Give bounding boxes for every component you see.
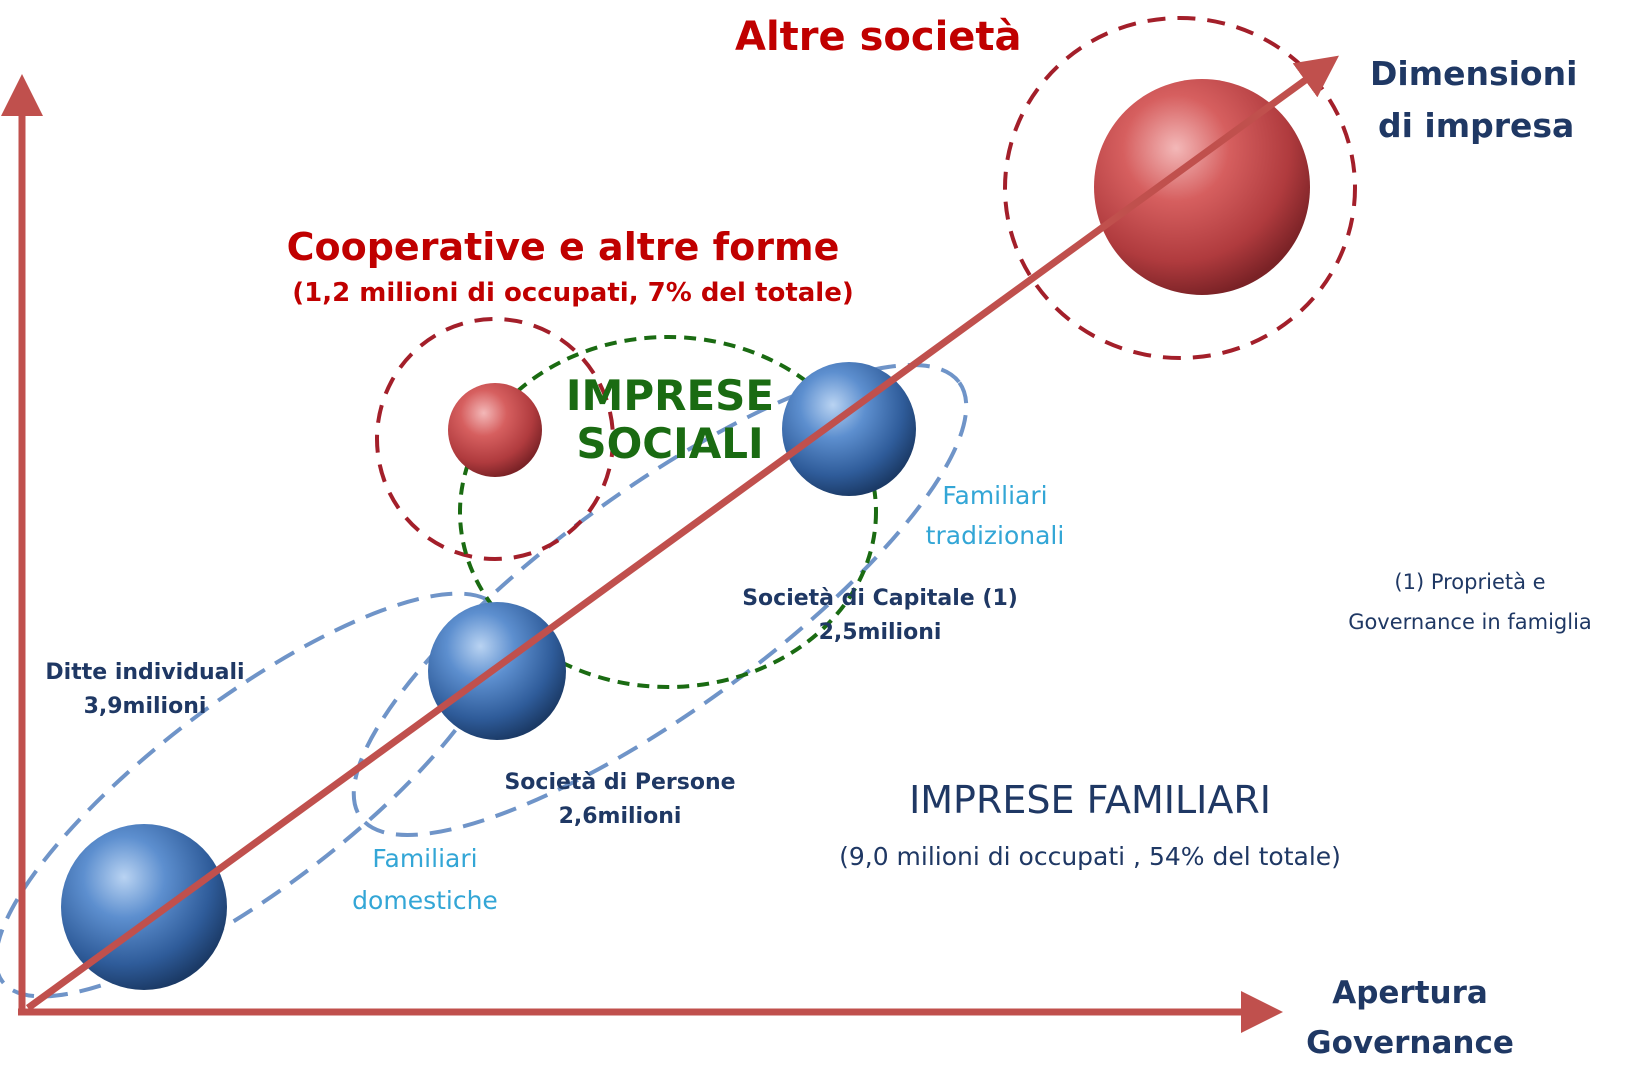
dimensioni-line2: di impresa <box>1378 106 1575 145</box>
familiari-tradizionali-line1: Familiari <box>942 481 1048 510</box>
altre-societa-circle <box>1003 16 1357 360</box>
altre-societa-label: Altre società <box>735 14 1022 60</box>
apertura-governance-label: Apertura Governance <box>1290 968 1530 1068</box>
cooperative-sphere <box>448 383 542 477</box>
societa-capitale-line1: Società di Capitale (1) <box>742 586 1018 611</box>
societa-persone-line2: 2,6milioni <box>558 804 682 829</box>
familiari-domestiche-line1: Familiari <box>372 844 478 873</box>
familiari-domestiche-line2: domestiche <box>352 886 498 915</box>
familiari-tradizionali-ellipse <box>351 363 969 837</box>
ditte-individuali-sphere <box>61 824 227 990</box>
familiari-tradizionali-label: Familiari tradizionali <box>905 476 1085 556</box>
imprese-sociali-circle <box>458 335 878 689</box>
dimensioni-line1: Dimensioni <box>1370 54 1578 93</box>
familiari-domestiche-label: Familiari domestiche <box>335 838 515 922</box>
cooperative-subtitle: (1,2 milioni di occupati, 7% del totale) <box>292 278 854 308</box>
ditte-individuali-label: Ditte individuali 3,9milioni <box>25 656 265 724</box>
apertura-line1: Apertura <box>1332 975 1488 1011</box>
dimension-axis <box>25 55 1339 1011</box>
societa-capitale-line2: 2,5milioni <box>818 620 942 645</box>
societa-persone-label: Società di Persone 2,6milioni <box>500 766 740 834</box>
societa-persone-line1: Società di Persone <box>504 770 736 795</box>
imprese-familiari-subtitle: (9,0 milioni di occupati , 54% del total… <box>839 842 1341 871</box>
ditte-individuali-line2: 3,9milioni <box>83 694 207 719</box>
imprese-sociali-line1: IMPRESE <box>565 371 775 420</box>
apertura-line2: Governance <box>1306 1025 1514 1061</box>
altre-societa-sphere <box>1094 79 1310 295</box>
nota-line1: (1) Proprietà e <box>1394 570 1546 594</box>
imprese-sociali-label: IMPRESE SOCIALI <box>545 372 795 468</box>
dimensioni-label: Dimensioni di impresa <box>1370 48 1577 152</box>
ditte-individuali-line1: Ditte individuali <box>45 660 245 685</box>
cooperative-circle <box>375 317 615 561</box>
nota-label: (1) Proprietà e Governance in famiglia <box>1320 562 1620 642</box>
imprese-familiari-title: IMPRESE FAMILIARI <box>909 778 1271 822</box>
imprese-sociali-line2: SOCIALI <box>576 419 764 468</box>
nota-line2: Governance in famiglia <box>1348 610 1592 634</box>
familiari-tradizionali-line2: tradizionali <box>925 521 1065 550</box>
cooperative-title: Cooperative e altre forme <box>286 225 840 269</box>
societa-capitale-sphere <box>782 362 916 496</box>
societa-capitale-label: Società di Capitale (1) 2,5milioni <box>730 582 1030 650</box>
